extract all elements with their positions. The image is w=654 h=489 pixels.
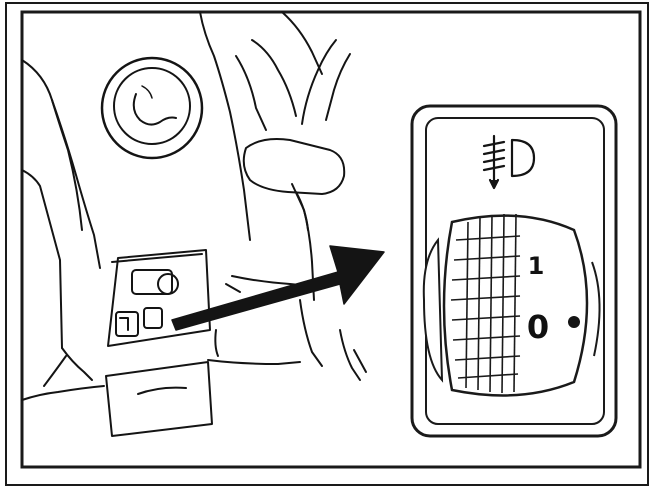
dial-indicator-dot bbox=[568, 316, 580, 328]
leveling-dial[interactable]: 1 0 bbox=[424, 214, 600, 395]
dial-mark-center: 0 bbox=[527, 308, 549, 346]
dial-mark-top: 1 bbox=[528, 252, 545, 280]
